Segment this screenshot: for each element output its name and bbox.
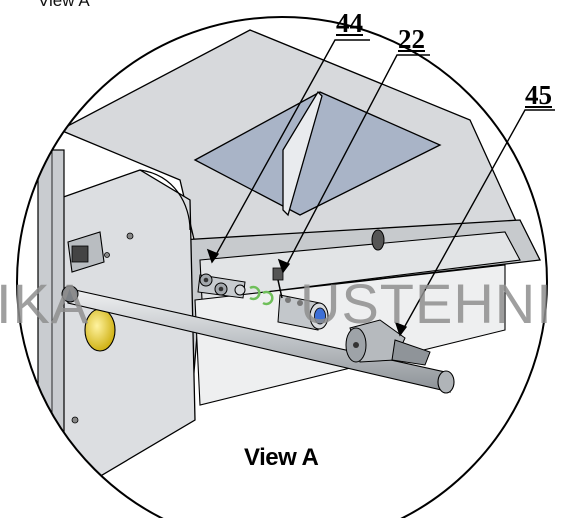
beam-hole (371, 229, 385, 251)
screw (272, 267, 284, 299)
leader-44 (211, 39, 370, 263)
callout-22: 22 (398, 24, 425, 54)
leader-45 (399, 109, 555, 336)
fin (282, 90, 323, 217)
bushing-22 (277, 294, 329, 331)
yellow-knob (84, 308, 116, 352)
view-label: View A (244, 444, 319, 471)
top-view-title: View A (38, 0, 90, 10)
blue-plate (193, 91, 442, 216)
watermark-right: USTEHNI (300, 272, 553, 335)
callout-44: 44 (336, 8, 363, 38)
leader-lines (206, 39, 555, 337)
hinge-44 (197, 273, 246, 299)
green-clips (249, 285, 274, 306)
watermark-left: IKA (0, 272, 90, 335)
view-circle-boundary (16, 16, 548, 523)
cone-fitting-45 (345, 319, 431, 366)
callout-45: 45 (525, 80, 552, 110)
leader-22 (282, 54, 430, 273)
